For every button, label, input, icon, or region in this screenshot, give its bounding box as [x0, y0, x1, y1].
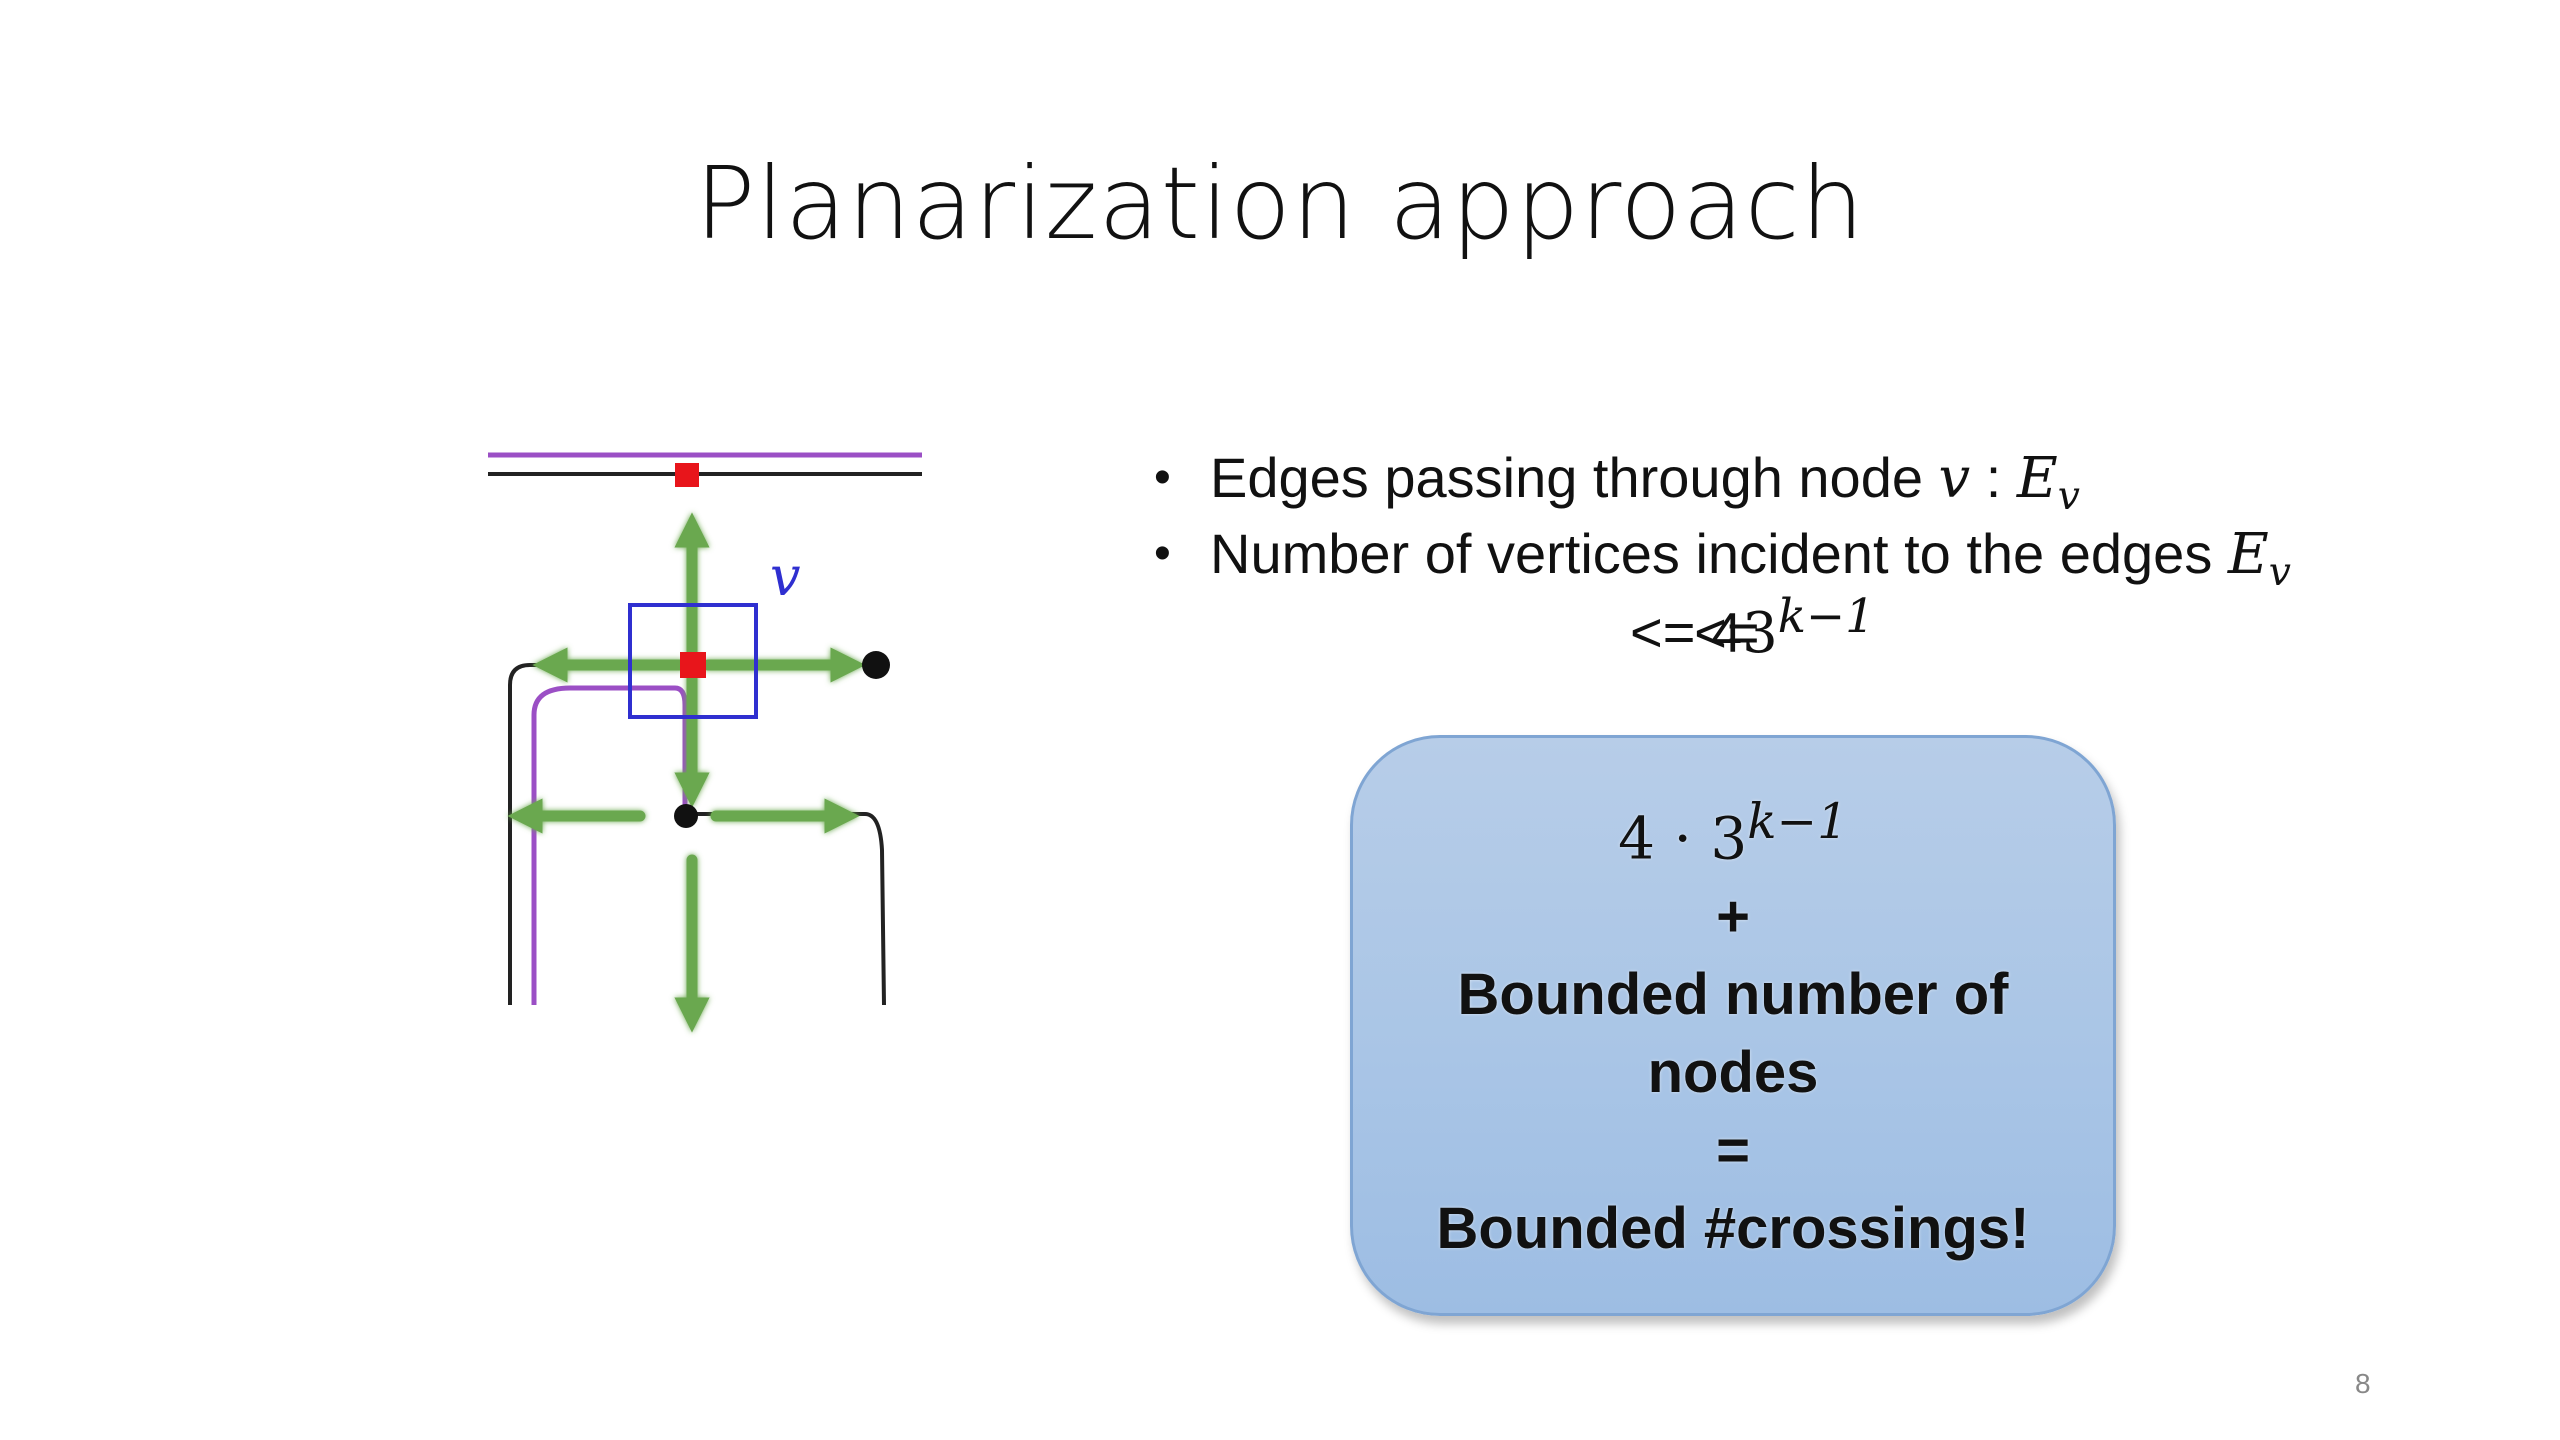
bound-expression: <= 4<=3k−1 [1630, 590, 1875, 666]
bullet-edges-through-node: • Edges passing through node v : Ev [1140, 440, 2480, 520]
bound-prefix: <= 4 [1630, 600, 1743, 664]
bound-overwritten: <= [1694, 600, 1760, 664]
left-black-edge [508, 663, 870, 1005]
bound-base: 3 [1742, 600, 1778, 666]
summary-line1: Bounded number of [1457, 961, 2009, 1027]
summary-expression: 4 · 3k−1 [1618, 783, 1848, 877]
right-black-edge [685, 812, 886, 1006]
bullet-text: Number of vertices incident to the edges [1210, 522, 2228, 585]
node-v-label: v [770, 545, 801, 608]
page-number: 8 [2355, 1368, 2371, 1399]
bullet-list: • Edges passing through node v : Ev • Nu… [1140, 440, 2480, 596]
summary-expr-coeff: 4 · 3 [1618, 804, 1748, 873]
math-sep: : [1970, 446, 2017, 509]
bullet-dot: • [1154, 527, 1171, 580]
summary-line2: nodes [1647, 1039, 1819, 1105]
summary-expr-exponent: k−1 [1747, 794, 1848, 851]
purple-edge [531, 685, 688, 1005]
bullet-dot: • [1154, 451, 1171, 504]
endpoint-lower [674, 804, 698, 828]
endpoint-right [862, 651, 890, 679]
math-E: Ev [2016, 446, 2080, 520]
summary-box: 4 · 3k−1 + Bounded number of nodes = Bou… [1350, 735, 2116, 1316]
bullet-text: Edges passing through node [1210, 446, 1939, 509]
math-v: v [1938, 446, 1971, 511]
top-crossing-marker [675, 463, 699, 487]
bound-exponent: k−1 [1777, 590, 1875, 644]
slide-title: Planarization approach [695, 145, 1865, 262]
math-E: Ev [2227, 522, 2291, 596]
node-v-box [628, 603, 758, 719]
bullet-vertices-incident: • Number of vertices incident to the edg… [1140, 516, 2480, 596]
summary-line3: Bounded #crossings! [1436, 1195, 2030, 1261]
planarization-diagram: v [488, 452, 922, 1033]
summary-plus: + [1716, 883, 1750, 949]
node-v-crossing-marker [680, 652, 706, 678]
bound-overlap: <=3 [1694, 600, 1778, 666]
summary-equals: = [1716, 1117, 1750, 1183]
